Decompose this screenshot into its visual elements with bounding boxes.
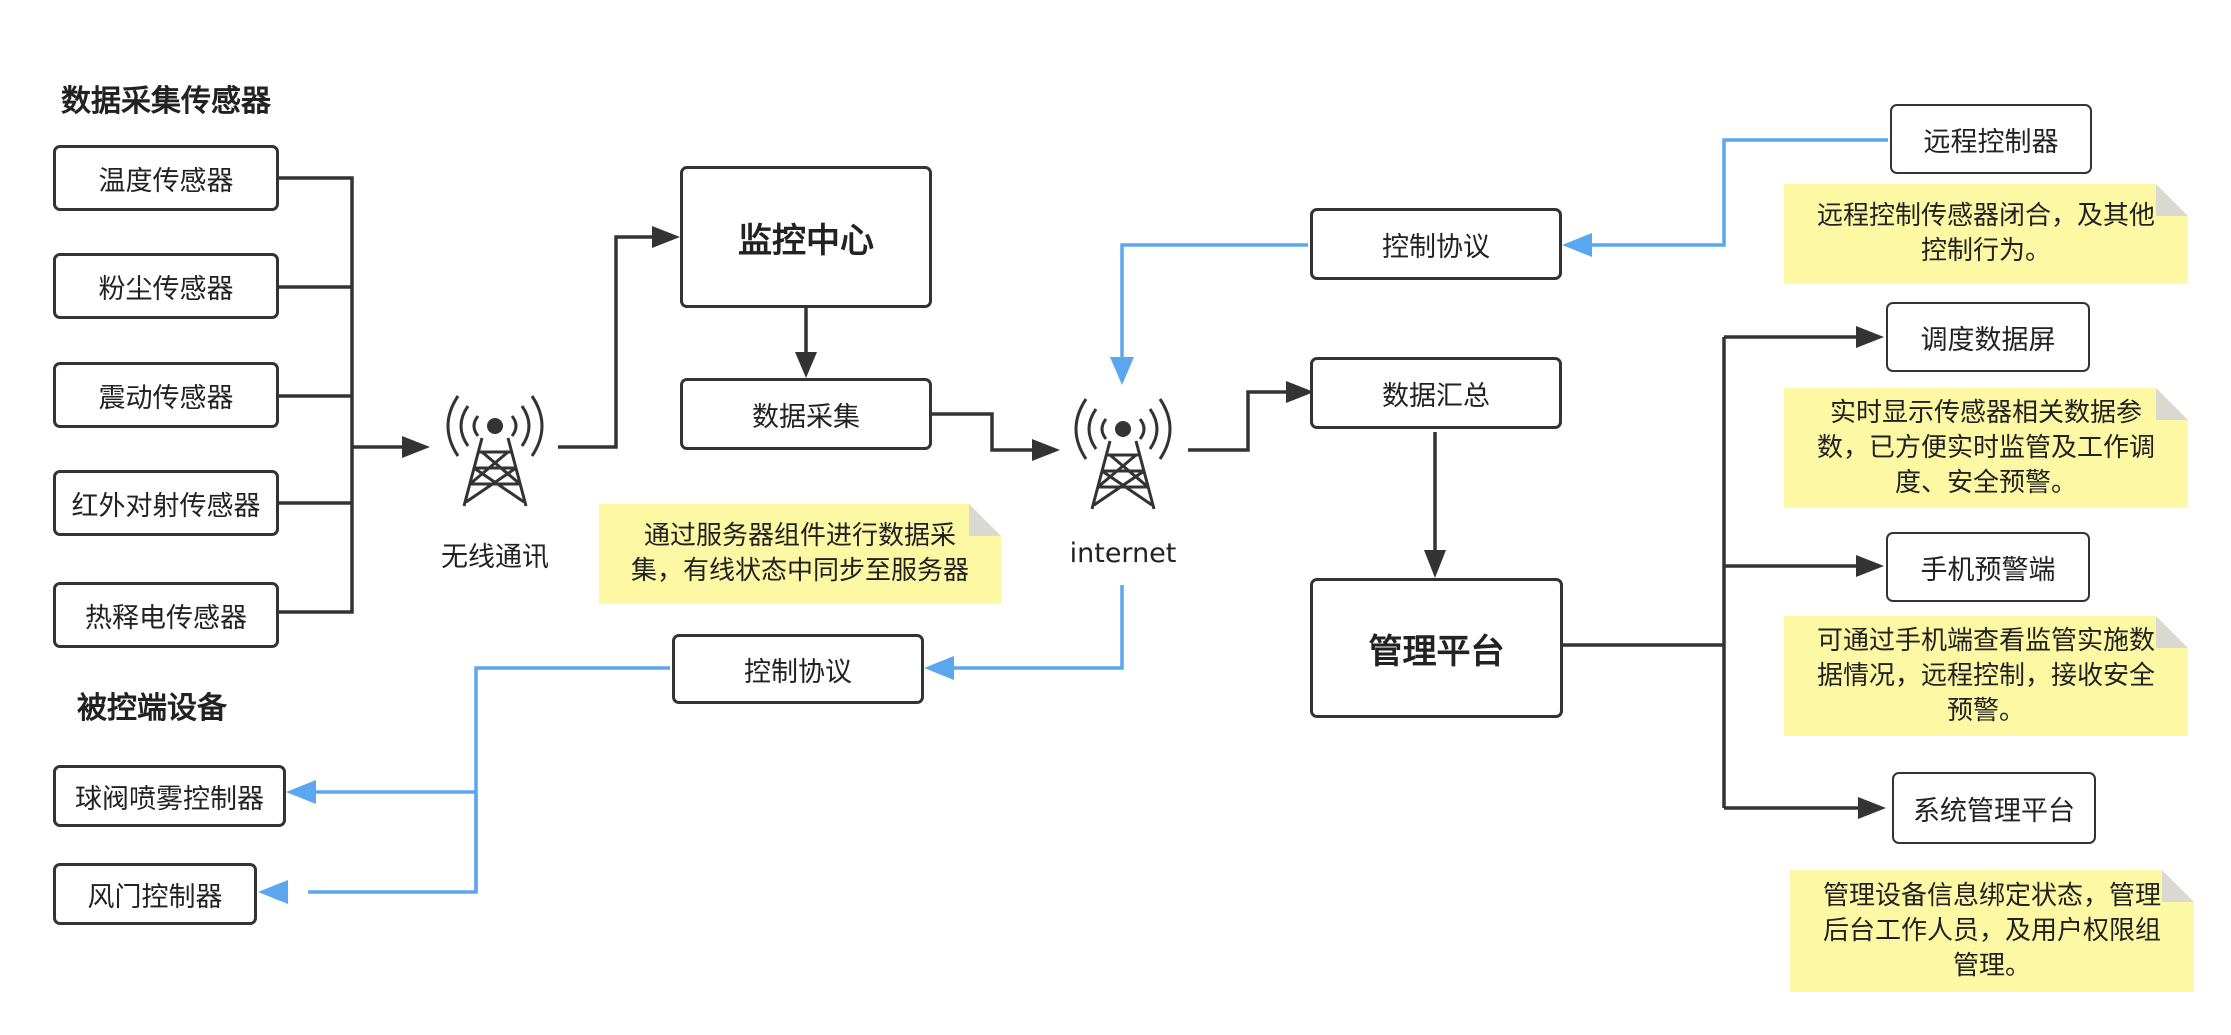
protocol-top-box: 控制协议 <box>1310 208 1562 280</box>
protocol-to-devices-line <box>308 666 670 894</box>
internet-antenna-icon <box>1074 398 1172 510</box>
sensor-box-pyroelectric: 热释电传感器 <box>53 582 279 648</box>
sensors-heading: 数据采集传感器 <box>61 84 271 119</box>
device-box-valve-spray: 球阀喷雾控制器 <box>53 765 286 827</box>
data-collect-label: 数据采集 <box>752 401 860 433</box>
arrow-to-collect <box>795 352 817 378</box>
dispatch-screen-box: 调度数据屏 <box>1886 302 2090 372</box>
internet-to-summary-line <box>1188 390 1294 452</box>
sensor-label: 红外对射传感器 <box>71 490 261 522</box>
data-summary-box: 数据汇总 <box>1310 357 1562 429</box>
blue-arrow-to-door <box>258 880 288 904</box>
wireless-antenna-icon <box>446 395 544 507</box>
remote-controller-box: 远程控制器 <box>1890 104 2092 174</box>
management-platform-label: 管理平台 <box>1368 631 1505 672</box>
sensor-label: 震动传感器 <box>98 382 234 414</box>
remote-to-protocol-line <box>1580 138 1888 247</box>
remote-note: 远程控制传感器闭合，及其他控制行为。 <box>1784 184 2188 284</box>
management-platform-box: 管理平台 <box>1310 578 1563 718</box>
system-note: 管理设备信息绑定状态，管理后台工作人员，及用户权限组管理。 <box>1790 870 2194 992</box>
blue-arrow-to-internet <box>1110 357 1134 385</box>
arrow-to-antenna <box>402 436 430 458</box>
remote-note-text: 远程控制传感器闭合，及其他控制行为。 <box>1816 201 2155 266</box>
blue-arrow-to-valve <box>286 780 316 804</box>
mobile-note: 可通过手机端查看监管实施数据情况，远程控制，接收安全预警。 <box>1784 616 2188 736</box>
internet-to-protocol-line <box>950 585 1124 670</box>
sensor-box-temperature: 温度传感器 <box>53 145 279 211</box>
arrow-to-system <box>1858 797 1886 819</box>
devices-heading: 被控端设备 <box>77 691 227 726</box>
monitor-center-box: 监控中心 <box>680 166 932 308</box>
arrow-to-platform <box>1424 550 1446 578</box>
antenna-to-monitor-line <box>558 235 660 449</box>
sensor-label: 粉尘传感器 <box>98 273 234 305</box>
mobile-alert-label: 手机预警端 <box>1920 554 2056 586</box>
device-label: 球阀喷雾控制器 <box>75 783 264 815</box>
wireless-label: 无线通讯 <box>441 542 549 573</box>
arrow-to-summary <box>1286 381 1314 403</box>
sensor-box-dust: 粉尘传感器 <box>53 253 279 319</box>
arrow-to-internet <box>1032 439 1060 461</box>
arrow-to-mobile <box>1856 555 1884 577</box>
arrow-to-monitor <box>652 226 680 248</box>
sensor-box-infrared: 红外对射传感器 <box>53 470 279 536</box>
dispatch-note-text: 实时显示传感器相关数据参数，已方便实时监管及工作调度、安全预警。 <box>1816 397 2155 498</box>
data-summary-label: 数据汇总 <box>1382 380 1490 412</box>
sensor-box-vibration: 震动传感器 <box>53 362 279 428</box>
data-collect-box: 数据采集 <box>680 378 932 450</box>
server-note-text: 通过服务器组件进行数据采集，有线状态中同步至服务器 <box>630 521 969 586</box>
sensor-label: 温度传感器 <box>98 165 234 197</box>
dispatch-screen-label: 调度数据屏 <box>1920 324 2056 356</box>
monitor-center-label: 监控中心 <box>738 220 874 261</box>
device-box-air-door: 风门控制器 <box>53 863 257 925</box>
sensor-label: 热释电传感器 <box>85 602 247 634</box>
protocol-top-label: 控制协议 <box>1382 231 1490 263</box>
internet-label: internet <box>1069 538 1177 569</box>
system-note-text: 管理设备信息绑定状态，管理后台工作人员，及用户权限组管理。 <box>1822 880 2161 981</box>
blue-arrow-to-protocol-bottom <box>924 656 954 680</box>
protocol-to-internet-line <box>1120 243 1308 368</box>
blue-arrow-to-protocol-top <box>1562 233 1592 257</box>
mobile-note-text: 可通过手机端查看监管实施数据情况，远程控制，接收安全预警。 <box>1816 625 2155 726</box>
system-management-label: 系统管理平台 <box>1913 795 2075 827</box>
mobile-alert-box: 手机预警端 <box>1886 532 2090 602</box>
dispatch-note: 实时显示传感器相关数据参数，已方便实时监管及工作调度、安全预警。 <box>1784 388 2188 508</box>
collect-to-internet-line <box>932 412 1040 452</box>
system-management-box: 系统管理平台 <box>1892 772 2096 844</box>
arrow-to-dispatch <box>1856 326 1884 348</box>
device-label: 风门控制器 <box>87 881 223 913</box>
server-note: 通过服务器组件进行数据采集，有线状态中同步至服务器 <box>599 504 1001 604</box>
remote-controller-label: 远程控制器 <box>1923 126 2059 158</box>
protocol-bottom-box: 控制协议 <box>672 634 924 704</box>
protocol-bottom-label: 控制协议 <box>744 656 852 688</box>
